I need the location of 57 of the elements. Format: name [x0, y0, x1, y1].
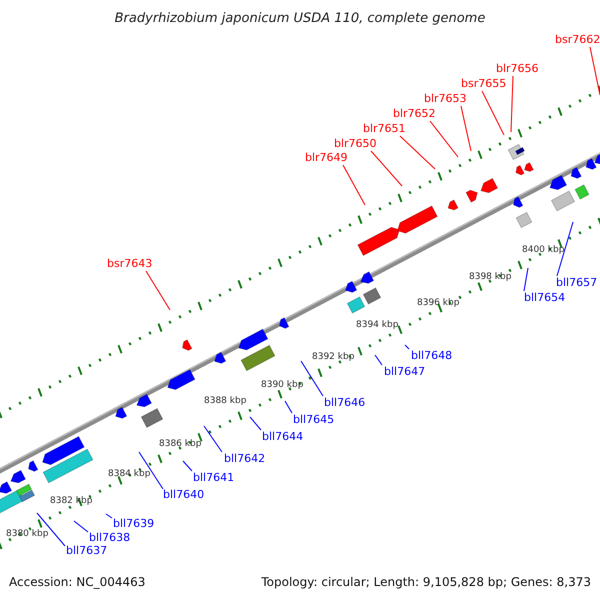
- scale-label: 8388 kbp: [204, 397, 246, 406]
- gene-label: bll7648: [411, 350, 452, 361]
- leader-line: [374, 354, 382, 366]
- leader-line: [204, 426, 222, 452]
- leader-line: [342, 164, 366, 206]
- gene-label: bll7639: [113, 518, 154, 529]
- leader-line: [556, 222, 574, 276]
- footer-text: Accession: NC_004463: [9, 576, 146, 588]
- gene-label: bll7641: [193, 472, 234, 483]
- gene-label: bll7647: [384, 366, 426, 377]
- gene-label: bll7646: [324, 397, 366, 408]
- gene-label: blr7651: [363, 123, 406, 134]
- leader-line: [146, 270, 170, 310]
- leader-line: [250, 416, 262, 430]
- leader-line: [74, 520, 88, 532]
- gene-label: blr7649: [305, 152, 348, 163]
- title: Bradyrhizobium japonicum USDA 110, complete genome: [114, 12, 486, 25]
- gene-label: bll7645: [293, 414, 334, 425]
- scale-label: 8398 kbp: [469, 273, 512, 282]
- leader-line: [400, 136, 436, 170]
- leader-line: [430, 120, 458, 158]
- footer-text: Topology: circular; Length: 9,105,828 bp; Genes: 8,373: [261, 576, 591, 588]
- gene-label: bll7644: [262, 431, 304, 442]
- scale-label: 8396 kbp: [417, 299, 460, 308]
- scale-label: 8380 kbp: [6, 530, 48, 539]
- gene-label: blr7656: [496, 63, 539, 74]
- gene-label: blr7653: [424, 93, 467, 104]
- leader-line: [300, 360, 324, 396]
- leader-line: [524, 268, 528, 292]
- gene-label: bsr7655: [461, 78, 506, 89]
- leader-line: [182, 460, 192, 472]
- scale-label: 8392 kbp: [312, 353, 354, 362]
- gene-label: blr7652: [393, 108, 436, 119]
- gene-label: bll7640: [163, 489, 204, 500]
- leader-line: [590, 46, 600, 96]
- leader-line: [404, 344, 410, 350]
- gene-label: bll7642: [224, 453, 266, 464]
- leader-line: [370, 150, 402, 186]
- leader-line: [36, 512, 66, 546]
- gene-label: bsr7643: [107, 258, 152, 269]
- gene-label: bsr7662: [555, 34, 600, 45]
- gene-label: blr7650: [334, 138, 377, 149]
- leader-line: [482, 90, 504, 136]
- scale-label: 8384 kbp: [108, 470, 150, 479]
- leader-line: [106, 514, 112, 518]
- leader-line: [284, 400, 292, 414]
- scale-label: 8390 kbp: [261, 381, 304, 390]
- gene-label: bll7657: [556, 277, 598, 288]
- scale-label: 8394 kbp: [356, 321, 398, 330]
- gene-label: bll7637: [66, 545, 108, 556]
- scale-label: 8386 kbp: [159, 440, 202, 449]
- scale-label: 8400 kbp: [522, 246, 564, 255]
- leader-line: [460, 106, 472, 152]
- leader-line: [138, 452, 164, 490]
- leader-line: [510, 76, 514, 132]
- gene-label: bll7654: [524, 292, 566, 303]
- gene-label: bll7638: [89, 532, 130, 543]
